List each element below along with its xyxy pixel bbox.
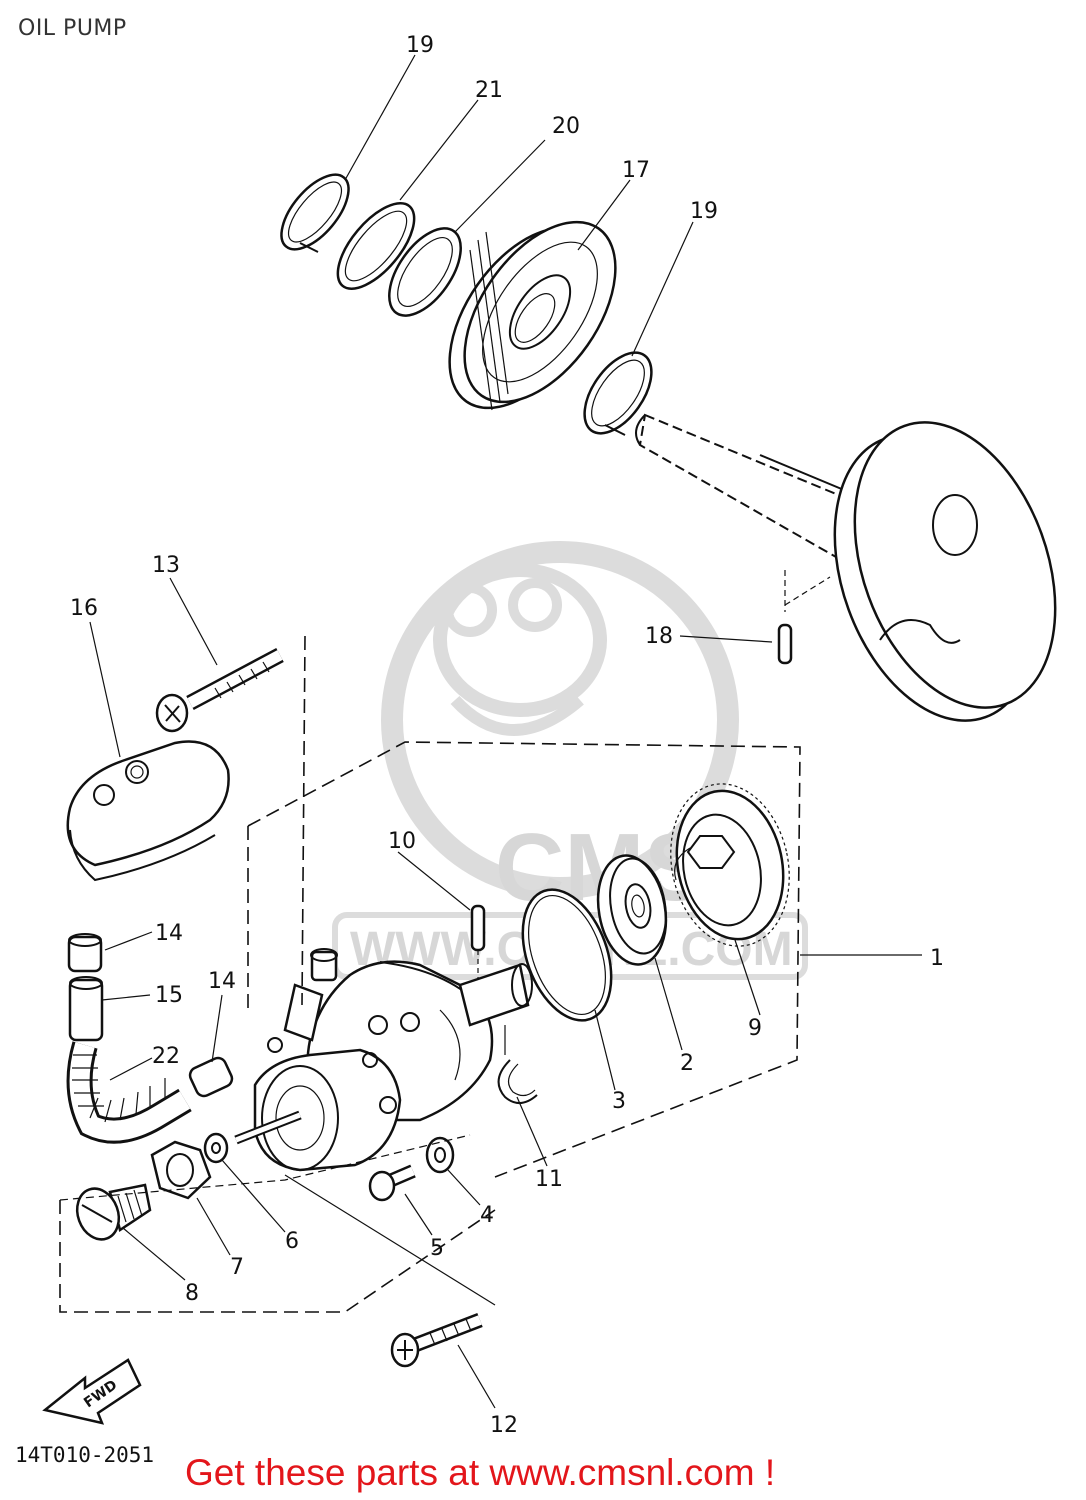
callout-22: 22	[152, 1044, 180, 1069]
callout-5: 5	[430, 1236, 444, 1261]
callout-14-lower: 14	[208, 969, 236, 994]
callout-4: 4	[480, 1203, 494, 1228]
fwd-arrow-icon: FWD	[42, 1358, 142, 1425]
callout-13: 13	[152, 553, 180, 578]
page-title: OIL PUMP	[18, 16, 127, 41]
callout-19-top: 19	[406, 33, 434, 58]
part-18-pin	[777, 570, 831, 665]
part-19-circlip-left	[280, 173, 350, 253]
callout-20: 20	[552, 114, 580, 139]
part-21-washer	[336, 202, 416, 290]
callout-10: 10	[388, 829, 416, 854]
callout-3: 3	[612, 1089, 626, 1114]
part-7-nut	[150, 1140, 212, 1200]
callout-19-right: 19	[690, 199, 718, 224]
assembly-frame-dashed	[59, 635, 922, 1313]
callout-6: 6	[285, 1229, 299, 1254]
part-13-bolt	[155, 647, 284, 733]
part-15-tube	[68, 976, 104, 1042]
oil-pump-body	[234, 948, 533, 1172]
callout-1: 1	[930, 946, 944, 971]
part-10-pin	[470, 904, 486, 980]
part-16-cover	[66, 740, 230, 882]
callout-21: 21	[475, 78, 503, 103]
part-4-washer	[425, 1136, 455, 1174]
callout-18: 18	[645, 624, 673, 649]
footer-parts-link[interactable]: Get these parts at www.cmsnl.com !	[185, 1452, 776, 1493]
part-12-screw	[390, 1312, 483, 1368]
callout-7: 7	[230, 1255, 244, 1280]
part-6-washer	[203, 1132, 229, 1164]
crankshaft	[635, 413, 1057, 722]
part-9-gear	[670, 783, 790, 947]
part-8-screw	[75, 1183, 152, 1241]
callout-15: 15	[155, 983, 183, 1008]
callout-9: 9	[748, 1016, 762, 1041]
callout-16: 16	[70, 596, 98, 621]
callout-14-top: 14	[155, 921, 183, 946]
callout-12: 12	[490, 1413, 518, 1438]
part-11-circlip	[497, 1025, 538, 1104]
part-22-hose	[66, 1041, 192, 1144]
leader-lines	[89, 54, 773, 1409]
part-14-ring-bottom	[188, 1056, 234, 1098]
part-3-o-ring	[521, 888, 613, 1022]
callout-8: 8	[185, 1281, 199, 1306]
part-14-ring-top	[67, 933, 103, 973]
part-20-seal	[388, 227, 462, 317]
part-19-circlip-right	[583, 351, 653, 436]
part-5-screw	[368, 1164, 416, 1202]
part-17-gear	[448, 220, 617, 411]
callout-2: 2	[680, 1051, 694, 1076]
callout-11: 11	[535, 1167, 563, 1192]
drawing-number: 14T010-2051	[15, 1443, 154, 1467]
part-2-bearing	[596, 854, 668, 966]
callout-17: 17	[622, 158, 650, 183]
